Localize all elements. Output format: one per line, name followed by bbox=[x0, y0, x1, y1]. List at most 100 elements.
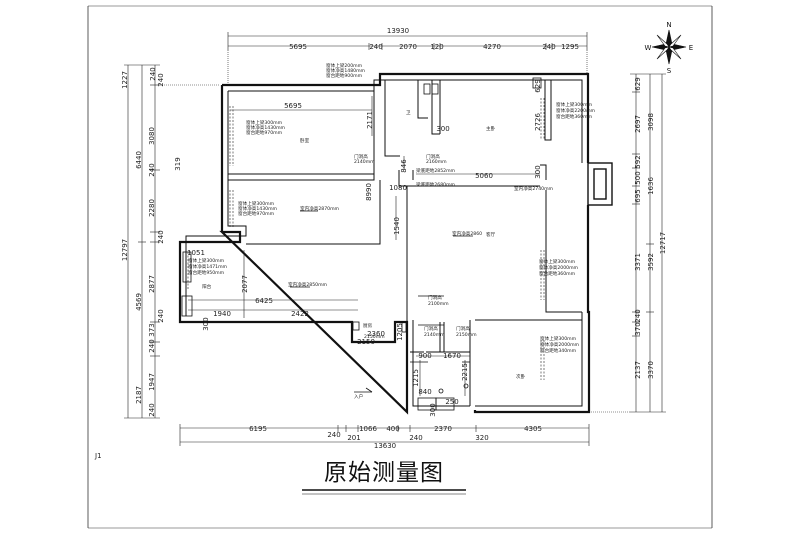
corner-mark: J1 bbox=[94, 452, 102, 460]
dim-left-1: 1227 bbox=[121, 71, 129, 89]
room-label-entry: 入户 bbox=[354, 393, 363, 400]
room-label-living: 客厅 bbox=[486, 231, 496, 238]
interior-ticks bbox=[290, 210, 473, 398]
dim-right-4: 592 bbox=[634, 155, 642, 168]
label-window-beam-1: 窗体上梁300mm bbox=[246, 119, 283, 126]
dim-bottom-8: 240 bbox=[409, 434, 422, 442]
dim-right-1: 629 bbox=[634, 77, 642, 90]
dim-right-11: 240 bbox=[634, 309, 642, 322]
label-door-a-h: 2140mm bbox=[354, 159, 375, 165]
label-door-b: 门洞高 bbox=[426, 153, 440, 160]
compass-north: N bbox=[666, 21, 671, 29]
dim-top-3: 2070 bbox=[399, 43, 417, 51]
room-label-bedroom-a: 卧室 bbox=[300, 137, 310, 144]
outer-walls bbox=[178, 72, 591, 415]
dim-bottom-2: 240 bbox=[327, 431, 340, 439]
dim-inner-17: 900 bbox=[418, 352, 431, 360]
label-beam-2680: 梁底距地2680mm bbox=[416, 181, 456, 188]
label-window-beam-2: 窗体上梁300mm bbox=[238, 200, 275, 207]
annotation-labels: 窗体上梁200mm 窗体净高1480mm 窗台距地900mm 窗体上梁300mm… bbox=[188, 62, 596, 400]
dim-right-8: 12717 bbox=[659, 232, 667, 254]
dim-bottom-4: 1066 bbox=[359, 425, 377, 433]
dim-left-13: 373 bbox=[148, 323, 156, 336]
label-sill-1: 窗台距地970mm bbox=[246, 129, 283, 136]
dim-inner-22: 300 bbox=[429, 403, 437, 416]
dim-right-14: 3370 bbox=[647, 361, 655, 379]
window-marks bbox=[187, 98, 545, 380]
dim-left-17: 240 bbox=[148, 403, 156, 416]
dim-top-6: 240 bbox=[542, 43, 555, 51]
room-label-bedroom-b: 主卧 bbox=[486, 125, 496, 132]
dim-right-12: 370 bbox=[634, 322, 642, 335]
dim-left-16: 2187 bbox=[135, 386, 143, 404]
dim-inner-4: 1540 bbox=[393, 217, 401, 235]
inner-walls bbox=[185, 79, 583, 407]
label-door-d-h: 2140mm bbox=[424, 332, 445, 338]
label-ceiling-3: 室内净高2850mm bbox=[288, 281, 328, 288]
dim-left-8: 240 bbox=[157, 230, 165, 243]
dim-right-6: 695 bbox=[634, 189, 642, 202]
dim-inner-6: 1080 bbox=[389, 184, 407, 192]
label-window-net-top: 窗体净高1480mm bbox=[326, 67, 366, 74]
label-window-net-5: 窗体净高2000mm bbox=[539, 264, 579, 271]
right-bay-window bbox=[587, 162, 613, 206]
column-details bbox=[181, 77, 542, 411]
dim-left-3: 240 bbox=[157, 73, 165, 86]
dim-left-12: 240 bbox=[157, 309, 165, 322]
dim-inner-18: 1670 bbox=[443, 352, 461, 360]
label-ceiling-4: 室内净高2740mm bbox=[514, 185, 554, 192]
label-door-c-h: 2100mm bbox=[428, 301, 449, 307]
label-window-net-4: 窗体净高2200mm bbox=[556, 107, 596, 114]
label-sill-6: 窗台距地340mm bbox=[540, 347, 577, 354]
label-sill-top: 窗台距地900mm bbox=[326, 72, 363, 79]
label-sill-3: 窗台距地950mm bbox=[188, 269, 225, 276]
compass-west: W bbox=[645, 44, 652, 52]
dimension-texts: 13930 5695 240 2070 120 4270 240 1295 13… bbox=[121, 27, 667, 450]
label-window-beam-6: 窗体上梁300mm bbox=[540, 335, 577, 342]
dimension-lines bbox=[124, 32, 666, 446]
label-window-beam-4: 窗体上梁300mm bbox=[556, 101, 593, 108]
dim-top-2: 240 bbox=[369, 43, 382, 51]
dim-inner-5: 8990 bbox=[365, 183, 373, 201]
dim-top-1: 5695 bbox=[289, 43, 307, 51]
label-window-net-3: 窗体净高1471mm bbox=[188, 263, 228, 270]
dim-bottom-total: 13630 bbox=[374, 442, 396, 450]
label-door-e-h: 2150mm bbox=[364, 334, 385, 340]
compass-south: S bbox=[667, 67, 672, 75]
dim-top-total: 13930 bbox=[387, 27, 409, 35]
label-door-d: 门洞高 bbox=[424, 325, 438, 332]
dim-left-6: 240 bbox=[148, 163, 156, 176]
dim-inner-7: 846 bbox=[400, 159, 408, 173]
dim-inner-21: 840 bbox=[418, 388, 431, 396]
dim-bottom-1: 6195 bbox=[249, 425, 267, 433]
dim-inner-8: 5060 bbox=[475, 172, 493, 180]
label-window-beam-5: 窗体上梁300mm bbox=[539, 258, 576, 265]
label-sill-2: 窗台距地970mm bbox=[238, 210, 275, 217]
dim-bottom-9: 320 bbox=[475, 434, 488, 442]
dim-inner-3: 300 bbox=[436, 125, 449, 133]
label-sill-4: 窗台距地360mm bbox=[556, 113, 593, 120]
dim-right-7: 500 bbox=[634, 171, 642, 184]
dim-inner-9: 300 bbox=[534, 165, 542, 178]
dim-left-18: 319 bbox=[174, 157, 182, 170]
dim-inner-2: 2171 bbox=[366, 111, 374, 129]
dim-left-5: 3080 bbox=[148, 127, 156, 145]
dim-inner-20: 2215 bbox=[461, 363, 469, 381]
dim-inner-24: 1051 bbox=[187, 249, 205, 257]
dim-left-7: 2280 bbox=[148, 199, 156, 217]
room-label-balcony: 阳台 bbox=[202, 283, 212, 290]
dim-left-10: 4569 bbox=[135, 293, 143, 311]
label-door-b-h: 2160mm bbox=[426, 159, 447, 165]
dim-bottom-7: 4305 bbox=[524, 425, 542, 433]
dim-inner-27: 2726 bbox=[534, 113, 542, 131]
dim-right-10: 3592 bbox=[647, 253, 655, 271]
label-door-c: 门洞高 bbox=[428, 294, 442, 301]
dim-inner-15: 2360 bbox=[367, 330, 385, 338]
room-label-bedroom-c: 次卧 bbox=[516, 373, 526, 380]
dim-right-2: 2697 bbox=[634, 115, 642, 133]
dim-left-15: 1947 bbox=[148, 373, 156, 391]
dim-right-3: 3098 bbox=[647, 113, 655, 131]
dim-inner-19: 1215 bbox=[412, 369, 420, 387]
dim-bottom-3: 201 bbox=[347, 434, 360, 442]
